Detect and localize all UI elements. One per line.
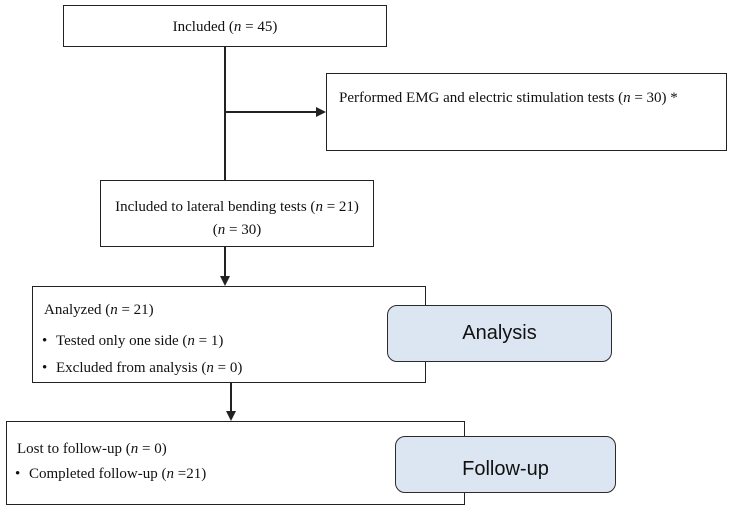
connector-branch-to-emg <box>224 111 316 113</box>
connector-lateral-to-analyzed <box>224 246 226 276</box>
lateral-bending-box: Included to lateral bending tests (n = 2… <box>100 180 374 247</box>
arrow-to-emg <box>316 107 326 117</box>
followup-title: Lost to follow-up (n = 0) <box>17 441 167 457</box>
followup-box: Lost to follow-up (n = 0) •Completed fol… <box>6 421 465 505</box>
analyzed-box: Analyzed (n = 21) •Tested only one side … <box>32 286 426 383</box>
emg-box: Performed EMG and electric stimulation t… <box>326 73 727 151</box>
followup-item-completed: •Completed follow-up (n =21) <box>15 466 207 482</box>
analyzed-item-tested-one-side: •Tested only one side (n = 1) <box>42 333 224 349</box>
lateral-line-2: (n = 30) <box>212 221 262 238</box>
connector-analyzed-to-followup <box>230 383 232 411</box>
arrow-to-analyzed <box>220 276 230 286</box>
analysis-stage-label: Analysis <box>387 305 612 362</box>
included-text: Included (n = 45) <box>172 19 278 35</box>
connector-included-to-lateral <box>224 46 226 180</box>
analyzed-title: Analyzed (n = 21) <box>44 302 154 318</box>
follow-up-stage-label: Follow-up <box>395 436 616 493</box>
analyzed-item-excluded: •Excluded from analysis (n = 0) <box>42 360 243 376</box>
emg-text: Performed EMG and electric stimulation t… <box>339 90 678 106</box>
arrow-to-followup <box>226 411 236 421</box>
lateral-line-1: Included to lateral bending tests (n = 2… <box>115 199 359 215</box>
included-box: Included (n = 45) <box>63 5 387 47</box>
